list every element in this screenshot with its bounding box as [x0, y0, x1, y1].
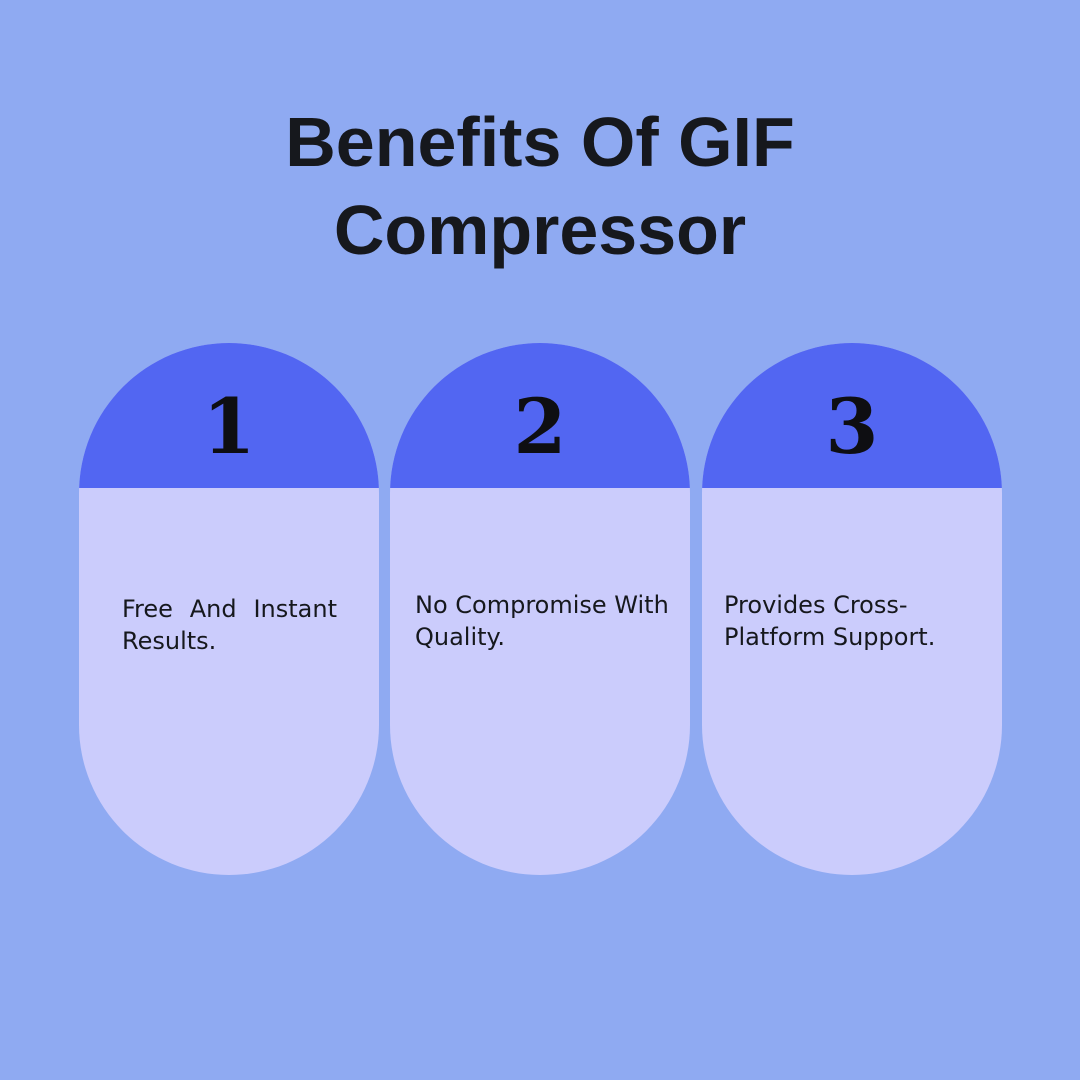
card-text: Provides Cross-Platform Support. — [724, 591, 936, 651]
title-line-2: Compressor — [333, 191, 747, 269]
page-title: Benefits Of GIF Compressor — [0, 98, 1080, 274]
card-header: 2 — [390, 343, 690, 488]
card-header: 1 — [79, 343, 379, 488]
card-number: 2 — [513, 382, 567, 471]
benefit-card-2: 2 No Compromise With Quality. — [390, 343, 690, 875]
benefit-card-1: 1 Free And Instant Results. — [79, 343, 379, 875]
card-text: Free And Instant Results. — [122, 595, 337, 655]
card-number: 1 — [202, 382, 256, 471]
card-number: 3 — [825, 382, 879, 471]
benefit-card-3: 3 Provides Cross-Platform Support. — [702, 343, 1002, 875]
card-header: 3 — [702, 343, 1002, 488]
title-line-1: Benefits Of GIF — [285, 103, 795, 181]
card-text: No Compromise With Quality. — [415, 591, 669, 651]
